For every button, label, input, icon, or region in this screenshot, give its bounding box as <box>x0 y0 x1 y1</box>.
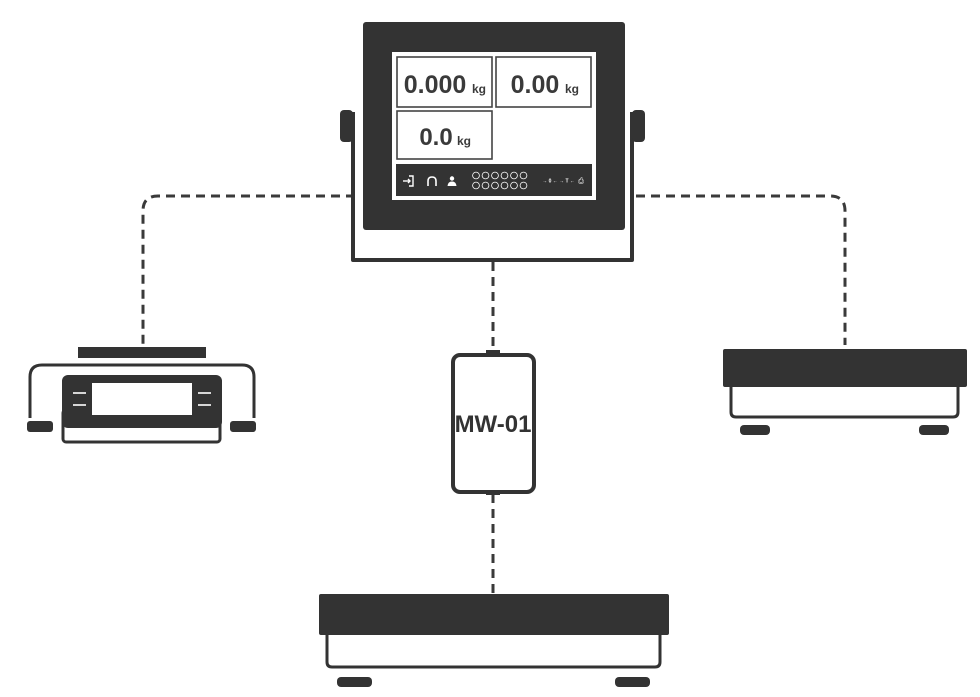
readout-3-value: 0.0 <box>419 124 452 151</box>
numeric-keypad-icon[interactable] <box>472 171 528 190</box>
keypad-key[interactable] <box>519 171 528 180</box>
readout-1-unit: kg <box>472 82 486 96</box>
floor-scale-foot-left <box>337 677 372 687</box>
keypad-key[interactable] <box>500 181 509 190</box>
right-scale-foot-right <box>919 425 949 435</box>
terminal-bracket <box>351 112 634 262</box>
right-scale-foot-left <box>740 425 770 435</box>
readout-3-unit: kg <box>457 134 471 148</box>
keypad-key[interactable] <box>491 181 499 190</box>
precision-balance <box>27 347 256 444</box>
bracket-knob-right <box>632 110 645 142</box>
platform-scale-floor <box>319 594 669 687</box>
balance-foot-right <box>230 421 256 432</box>
readout-box-3 <box>396 110 493 160</box>
login-icon[interactable] <box>403 175 414 187</box>
readout-2-value: 0.00 <box>511 71 560 99</box>
connection-terminal-to-precision-balance <box>141 194 355 346</box>
keypad-key[interactable] <box>510 181 518 190</box>
user-icon[interactable] <box>447 176 457 186</box>
keypad-key[interactable] <box>519 181 528 190</box>
keypad-key[interactable] <box>472 171 480 180</box>
balance-foot-left <box>27 421 53 432</box>
readout-box-1 <box>396 56 493 108</box>
balance-display-window <box>92 383 192 415</box>
keypad-key[interactable] <box>500 171 509 180</box>
home-icon[interactable] <box>427 176 437 186</box>
balance-body-outline <box>28 363 256 418</box>
floor-scale-frame <box>325 634 662 669</box>
right-scale-frame <box>729 386 960 419</box>
floor-scale-platform <box>319 594 669 635</box>
module-label: MW-01 <box>455 411 532 438</box>
balance-weighing-pan <box>78 347 206 358</box>
keypad-key[interactable] <box>491 171 499 180</box>
floor-scale-foot-right <box>615 677 650 687</box>
wireless-module: MW-01 <box>451 350 536 495</box>
readout-box-2 <box>495 56 592 108</box>
keypad-key[interactable] <box>510 171 518 180</box>
keypad-key[interactable] <box>481 181 490 190</box>
keypad-key[interactable] <box>481 171 490 180</box>
keypad-key[interactable] <box>472 181 480 190</box>
print-key-icon[interactable]: ⎙ <box>578 177 584 185</box>
connection-terminal-to-right-platform <box>636 194 847 345</box>
connection-lines <box>141 194 847 593</box>
readout-2-unit: kg <box>565 82 579 96</box>
platform-scale-right <box>723 349 967 435</box>
weighing-terminal: 0.000 kg 0.00 kg 0.0 kg → 0 ← → T ← <box>340 22 645 262</box>
readout-1-value: 0.000 <box>404 71 467 99</box>
bracket-knob-left <box>340 110 353 142</box>
tare-key-icon[interactable]: → T ← <box>559 179 575 185</box>
module-body <box>451 353 536 494</box>
right-scale-platform <box>723 349 967 387</box>
zero-key-icon[interactable]: → 0 ← <box>542 179 558 185</box>
balance-side-markings <box>73 392 211 406</box>
